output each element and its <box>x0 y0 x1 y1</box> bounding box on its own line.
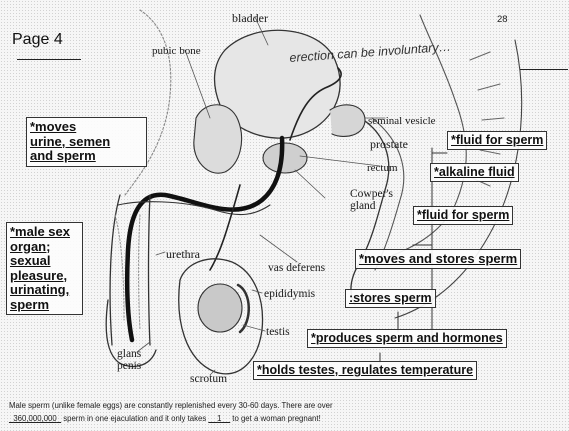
function-box-seminal-vesicle: *fluid for sperm <box>447 131 547 150</box>
label-seminal-vesicle: seminal vesicle <box>368 116 436 128</box>
function-box-urethra: *moves urine, semen and sperm <box>26 117 147 167</box>
label-glans-penis: glans penis <box>117 348 141 372</box>
label-prostate: prostate <box>370 138 408 151</box>
label-epididymis: epididymis <box>264 288 315 300</box>
function-box-vas-deferens: *moves and stores sperm <box>355 249 521 269</box>
label-testis: testis <box>266 326 290 338</box>
blank-underline <box>520 69 568 70</box>
prostate-shape <box>263 143 307 173</box>
body-outline <box>125 10 171 195</box>
page-title: Page 4 <box>12 31 63 49</box>
label-vas-deferens: vas deferens <box>268 262 325 274</box>
footer-line-1: Male sperm (unlike female eggs) are cons… <box>9 401 333 410</box>
sperm-needed: 1 <box>217 414 221 423</box>
label-rectum: rectum <box>367 163 398 175</box>
label-bladder: bladder <box>232 12 268 25</box>
label-scrotum: scrotum <box>190 373 227 385</box>
label-pubic-bone: pubic bone <box>152 46 201 58</box>
function-box-testis: *produces sperm and hormones <box>307 329 507 348</box>
label-urethra: urethra <box>166 248 200 261</box>
function-box-scrotum: *holds testes, regulates temperature <box>253 361 477 380</box>
footer-line-2-mid: sperm in one ejaculation and it only tak… <box>61 414 208 423</box>
footer-line-2-end: to get a woman pregnant! <box>230 414 321 423</box>
testis-shape <box>198 284 242 332</box>
function-box-epididymis: :stores sperm <box>345 289 436 308</box>
pubic-bone-shape <box>194 105 242 173</box>
seminal-vesicle-shape <box>330 105 365 137</box>
title-underline <box>17 59 81 60</box>
function-box-penis: *male sex organ; sexual pleasure, urinat… <box>6 222 83 315</box>
footer-line-2: _360,000,000_ sperm in one ejaculation a… <box>9 414 321 423</box>
function-box-prostate: *alkaline fluid <box>430 163 519 182</box>
label-cowpers-gland: Cowper's gland <box>350 188 393 212</box>
sperm-count: 360,000,000 <box>13 414 56 423</box>
page-number: 28 <box>497 14 508 25</box>
function-box-cowpers-gland: *fluid for sperm <box>413 206 513 225</box>
